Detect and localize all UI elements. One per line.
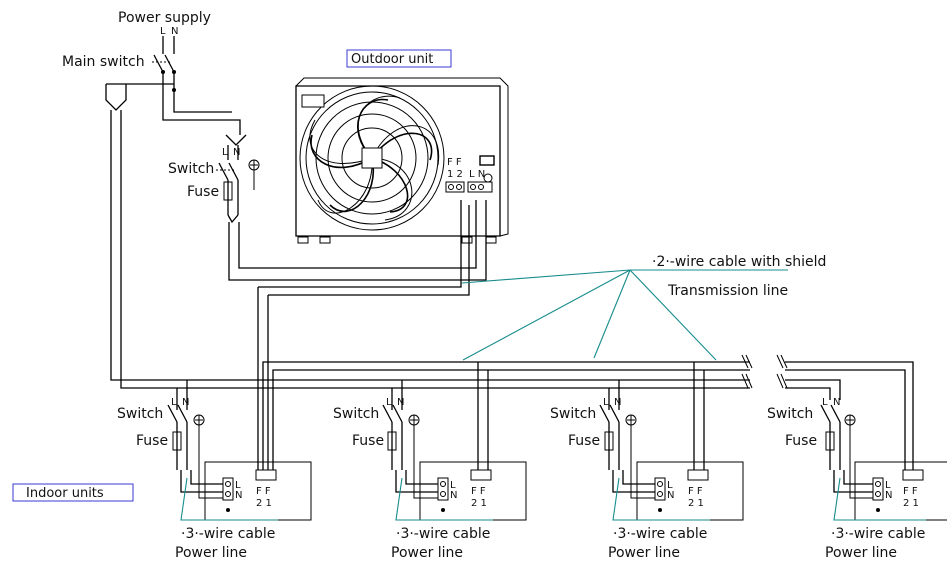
outdoor-ground-icon <box>248 159 260 190</box>
svg-text:L: L <box>667 480 673 491</box>
svg-text:2 1: 2 1 <box>903 498 919 509</box>
indoor-unit-1: L N L N F F 2 1 <box>167 380 312 521</box>
indoor-1-cable-label: ·3·-wire cable <box>181 526 275 542</box>
transmission-wires <box>262 354 914 470</box>
indoor-3-cable-label: ·3·-wire cable <box>613 526 707 542</box>
svg-text:L: L <box>450 480 456 491</box>
svg-text:F F: F F <box>471 486 486 497</box>
svg-text:N: N <box>235 490 242 501</box>
outdoor-switch-label: Switch <box>168 161 214 177</box>
power-supply-terminals: L N <box>160 26 178 54</box>
indoor-1-switch-label: Switch <box>117 406 163 422</box>
svg-text:L: L <box>171 397 177 408</box>
indoor-4-cable-label: ·3·-wire cable <box>831 526 925 542</box>
indoor-2-power-line-label: Power line <box>391 545 463 561</box>
svg-text:N: N <box>833 397 840 408</box>
indoor-3-switch-label: Switch <box>550 406 596 422</box>
indoor-4-switch-label: Switch <box>767 406 813 422</box>
outdoor-fuse-icon <box>223 180 239 224</box>
svg-text:F F: F F <box>903 486 918 497</box>
svg-text:L: L <box>603 397 609 408</box>
svg-text:N: N <box>667 490 674 501</box>
svg-text:N: N <box>450 490 457 501</box>
indoor-unit-2: L N L N F F 2 1 <box>382 380 527 521</box>
indoor-4-power-line-label: Power line <box>825 545 897 561</box>
svg-text:L: L <box>235 480 241 491</box>
indoor-units-label: Indoor units <box>26 486 104 501</box>
svg-text:F F: F F <box>256 486 271 497</box>
power-supply-label: Power supply <box>118 10 211 26</box>
indoor-3-fuse-label: Fuse <box>568 433 600 449</box>
svg-text:N: N <box>397 397 404 408</box>
svg-text:F F: F F <box>447 157 462 168</box>
main-switch-label: Main switch <box>62 54 145 70</box>
svg-text:2 1: 2 1 <box>256 498 272 509</box>
indoor-unit-3: L N L N F F 2 1 <box>599 380 744 521</box>
indoor-1-power-line-label: Power line <box>175 545 247 561</box>
outdoor-terminal-block: F F 1 2 L N <box>445 157 493 193</box>
svg-text:N: N <box>233 147 240 158</box>
svg-text:1 2: 1 2 <box>447 169 463 180</box>
outdoor-unit-label: Outdoor unit <box>351 52 433 67</box>
svg-text:L: L <box>885 480 891 491</box>
transmission-leaders <box>461 269 788 361</box>
two-wire-cable-label: ·2·-wire cable with shield <box>652 254 826 270</box>
indoor-units-label-box <box>12 483 134 502</box>
main-switch-icon <box>152 54 176 74</box>
svg-text:L: L <box>822 397 828 408</box>
svg-text:L: L <box>160 26 166 37</box>
indoor-4-fuse-label: Fuse <box>785 433 817 449</box>
indoor-3-power-line-label: Power line <box>608 545 680 561</box>
svg-text:N: N <box>182 397 189 408</box>
svg-text:N: N <box>614 397 621 408</box>
fan-grille-icon <box>309 95 440 221</box>
svg-text:L: L <box>386 397 392 408</box>
svg-text:N: N <box>885 490 892 501</box>
indoor-unit-4: L N L N F F 2 1 <box>820 397 947 521</box>
transmission-line-label: Transmission line <box>667 283 788 299</box>
svg-text:F F: F F <box>688 486 703 497</box>
outdoor-unit <box>295 77 509 244</box>
main-feed-wires <box>105 72 750 389</box>
svg-text:L: L <box>222 147 228 158</box>
outdoor-power-wires <box>228 200 487 470</box>
svg-text:2 1: 2 1 <box>688 498 704 509</box>
outdoor-fuse-label: Fuse <box>187 184 219 200</box>
svg-text:N: N <box>171 26 178 37</box>
indoor-1-fuse-label: Fuse <box>136 433 168 449</box>
indoor-2-switch-label: Switch <box>333 406 379 422</box>
outdoor-switch-icon <box>216 162 239 181</box>
indoor-2-cable-label: ·3·-wire cable <box>396 526 490 542</box>
svg-text:L N: L N <box>469 169 485 180</box>
svg-text:2 1: 2 1 <box>471 498 487 509</box>
outdoor-unit-label-box <box>346 49 452 68</box>
indoor-2-fuse-label: Fuse <box>352 433 384 449</box>
outdoor-switch-terminals: L N <box>222 145 240 160</box>
